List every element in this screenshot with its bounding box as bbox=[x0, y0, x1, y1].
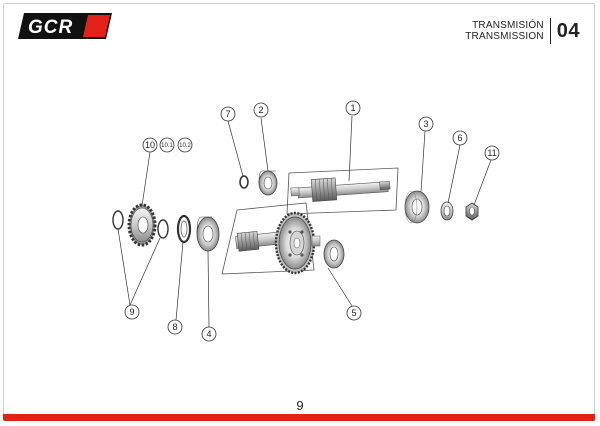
callout-9: 9 bbox=[124, 304, 140, 320]
header-section: TRANSMISIÓN TRANSMISSION 04 bbox=[465, 16, 580, 46]
footer-accent-bar bbox=[3, 414, 595, 421]
svg-text:10.2: 10.2 bbox=[179, 143, 191, 149]
svg-text:9: 9 bbox=[129, 307, 134, 317]
shaft-group-outline bbox=[286, 167, 399, 215]
svg-text:10.1: 10.1 bbox=[161, 143, 173, 149]
bearing-3 bbox=[404, 190, 430, 224]
callout-3: 3 bbox=[418, 116, 434, 132]
callout-11: 11 bbox=[484, 145, 500, 161]
gcr-logo: GCR bbox=[18, 13, 112, 39]
section-number: 04 bbox=[556, 19, 580, 42]
circlip-7 bbox=[239, 175, 249, 189]
svg-text:GCR: GCR bbox=[28, 17, 73, 38]
sprocket-10 bbox=[127, 203, 157, 247]
header-titles: TRANSMISIÓN TRANSMISSION bbox=[465, 20, 550, 42]
callout-6: 6 bbox=[452, 130, 468, 146]
svg-text:1: 1 bbox=[350, 103, 355, 113]
svg-text:7: 7 bbox=[225, 109, 230, 119]
nut-11 bbox=[465, 202, 479, 221]
callout-1: 1 bbox=[345, 100, 361, 116]
callout-7: 7 bbox=[220, 106, 236, 122]
logo-lettering: GCR bbox=[28, 17, 73, 38]
counter-shaft-gear bbox=[235, 211, 321, 275]
title-spanish: TRANSMISIÓN bbox=[472, 20, 544, 31]
callout-10: 10 bbox=[142, 137, 158, 153]
page-number: 9 bbox=[296, 398, 304, 413]
leader-lines bbox=[117, 115, 492, 328]
svg-text:11: 11 bbox=[487, 148, 496, 158]
svg-text:2: 2 bbox=[258, 105, 263, 115]
svg-text:3: 3 bbox=[423, 119, 428, 129]
circlip-9-left bbox=[112, 210, 124, 230]
callout-2: 2 bbox=[253, 102, 269, 118]
title-english: TRANSMISSION bbox=[465, 31, 544, 42]
svg-text:5: 5 bbox=[351, 308, 356, 318]
oil-seal-8 bbox=[176, 214, 192, 244]
bearing-4 bbox=[196, 216, 220, 252]
callout-10-2: 10.2 bbox=[177, 137, 193, 153]
callout-10-1: 10.1 bbox=[159, 137, 175, 153]
svg-text:10: 10 bbox=[145, 140, 155, 150]
svg-text:6: 6 bbox=[457, 133, 462, 143]
gear-group-outline bbox=[221, 202, 315, 275]
svg-text:8: 8 bbox=[172, 322, 177, 332]
spacer-6 bbox=[440, 201, 454, 221]
callout-5: 5 bbox=[346, 305, 362, 321]
callout-4: 4 bbox=[201, 326, 217, 342]
svg-text:4: 4 bbox=[206, 329, 211, 339]
header-divider bbox=[549, 18, 551, 44]
callout-8: 8 bbox=[167, 319, 183, 335]
main-shaft bbox=[290, 177, 391, 202]
bearing-5 bbox=[323, 239, 345, 269]
bearing-2 bbox=[258, 170, 278, 196]
circlip-9-right bbox=[157, 219, 169, 239]
